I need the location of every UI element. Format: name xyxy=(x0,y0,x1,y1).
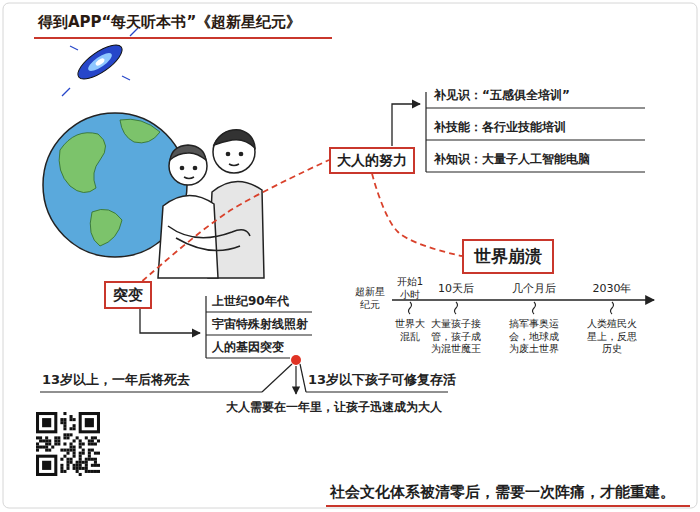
topic-text: 大人的努力 xyxy=(337,152,407,169)
bracket-arrow xyxy=(392,104,420,146)
timeline-point: 开始1小时 xyxy=(393,276,427,301)
cause-item: 上世纪90年代 xyxy=(212,294,289,309)
caption-underline xyxy=(326,505,690,507)
timeline-point: 10天后 xyxy=(434,282,478,296)
dashed-connector xyxy=(372,174,462,257)
timeline-event: 大量孩子接管，孩子成为混世魔王 xyxy=(430,318,482,356)
dashed-connector xyxy=(142,160,329,281)
supernova xyxy=(73,39,127,85)
effort-item: 补见识：“五感俱全培训” xyxy=(434,88,570,103)
result-note: 大人需要在一年里，让孩子迅速成为大人 xyxy=(226,400,442,415)
cause-item: 人的基因突变 xyxy=(212,340,284,355)
timeline-point: 2030年 xyxy=(590,282,634,296)
effort-item: 补技能：各行业技能培训 xyxy=(434,120,566,135)
timeline-ticks xyxy=(409,302,614,314)
topic-text: 世界崩溃 xyxy=(474,246,542,266)
timeline-event: 搞军事奥运会，地球成为废土世界 xyxy=(508,318,560,356)
supernova-rays xyxy=(62,28,138,96)
topic-text: 突变 xyxy=(113,286,143,304)
timeline-start: 超新星纪元 xyxy=(354,286,386,311)
timeline-axis xyxy=(392,299,654,300)
topic-box: 突变 xyxy=(104,281,152,309)
topic-box: 大人的努力 xyxy=(329,147,415,174)
split-dot xyxy=(291,355,301,365)
timeline-event: 世界大混乱 xyxy=(394,318,426,343)
effort-item: 补知识：大量子人工智能电脑 xyxy=(434,152,590,167)
item-rules xyxy=(426,92,645,172)
timeline-event: 人类殖民火星上，反思历史 xyxy=(586,318,638,356)
branch-note: 13岁以上，一年后将死去 xyxy=(42,372,190,388)
topic-box: 世界崩溃 xyxy=(462,239,554,274)
figures xyxy=(158,130,264,278)
bracket-arrow xyxy=(140,309,200,333)
branch-note: 13岁以下孩子可修复存活 xyxy=(308,372,456,388)
qr-code xyxy=(36,412,100,476)
summary-caption: 社会文化体系被清零后，需要一次阵痛，才能重建。 xyxy=(330,483,675,502)
cause-item: 宇宙特殊射线照射 xyxy=(212,317,308,332)
timeline-point: 几个月后 xyxy=(510,282,558,296)
page-frame xyxy=(3,3,697,508)
title-underline xyxy=(34,37,332,39)
page-title: 得到APP“每天听本书”《超新星纪元》 xyxy=(38,13,301,32)
